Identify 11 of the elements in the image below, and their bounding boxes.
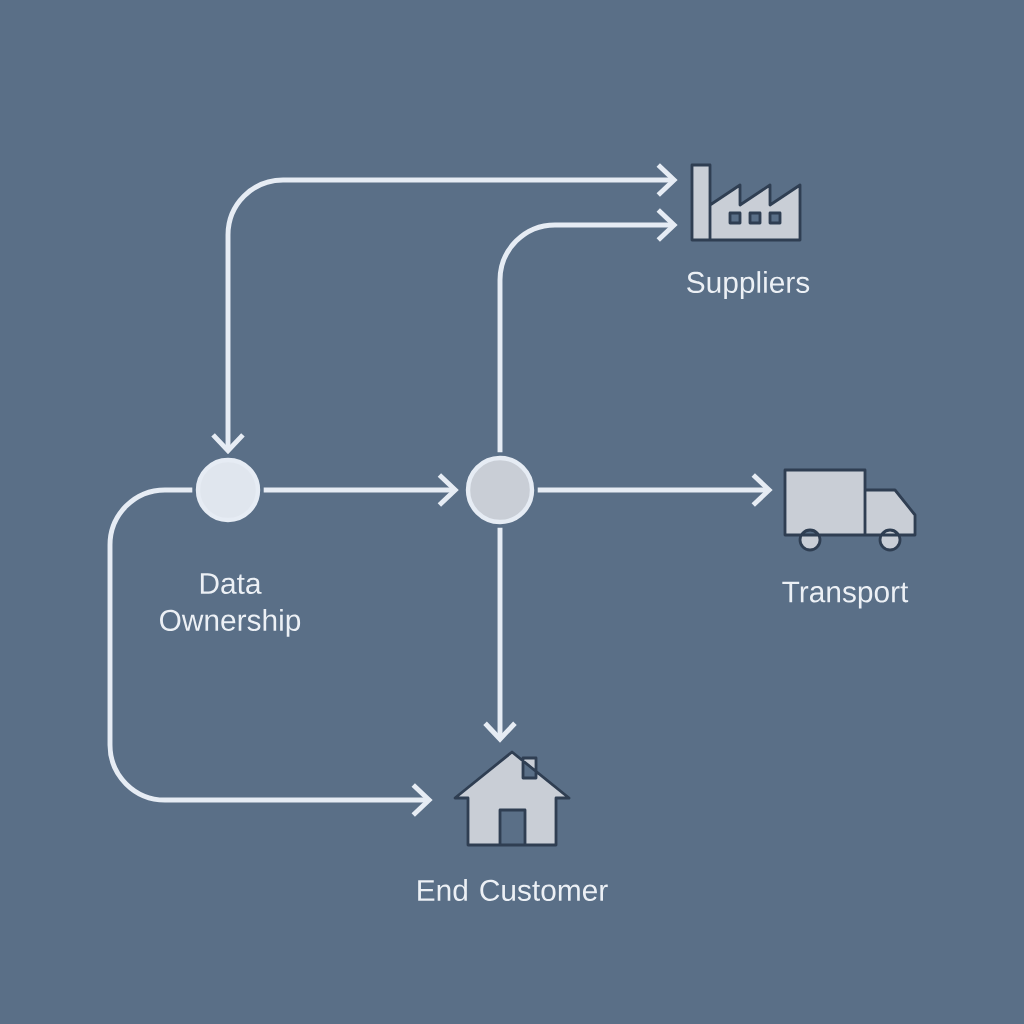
arrow	[211, 163, 678, 455]
arrow	[537, 473, 773, 507]
node-label: Transport	[782, 581, 909, 609]
arrow	[483, 527, 517, 743]
node-label: Suppliers	[687, 271, 810, 299]
node-label: Data Ownership	[160, 573, 301, 637]
arrow	[107, 487, 433, 817]
node-label: End Customer	[418, 879, 608, 901]
arrow	[263, 473, 459, 507]
arrow	[497, 208, 678, 453]
hub-circle	[465, 455, 535, 525]
